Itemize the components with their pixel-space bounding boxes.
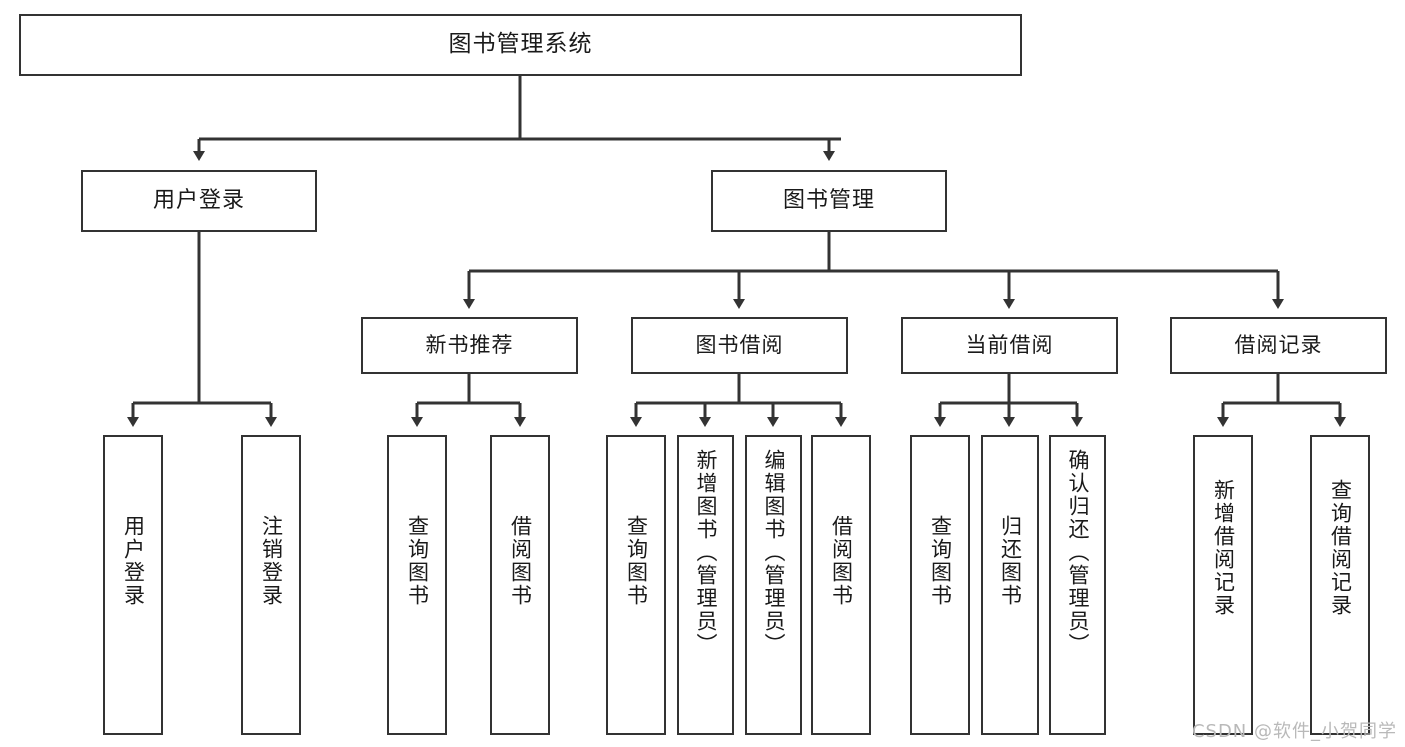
node-new-book-rec-label: 新书推荐 <box>425 333 514 358</box>
node-book-manage-label: 图书管理 <box>782 188 875 214</box>
node-leaf-borrow-book-2[interactable]: 借阅图书 <box>811 435 871 735</box>
node-leaf-add-record[interactable]: 新增借阅记录 <box>1193 435 1253 735</box>
node-leaf-add-book-label: 新增图书（管理员） <box>694 449 718 656</box>
node-leaf-user-login-label: 用户登录 <box>121 515 146 607</box>
node-borrow-record-label: 借阅记录 <box>1234 333 1323 358</box>
node-current-borrow[interactable]: 当前借阅 <box>901 317 1118 374</box>
node-leaf-user-logout-label: 注销登录 <box>259 515 284 607</box>
node-user-login[interactable]: 用户登录 <box>81 170 317 232</box>
node-leaf-return-book-label: 归还图书 <box>998 515 1023 607</box>
node-new-book-rec[interactable]: 新书推荐 <box>361 317 578 374</box>
node-leaf-user-login[interactable]: 用户登录 <box>103 435 163 735</box>
node-leaf-query-book-3-label: 查询图书 <box>928 515 953 607</box>
node-leaf-query-book-2[interactable]: 查询图书 <box>606 435 666 735</box>
node-leaf-borrow-book-1[interactable]: 借阅图书 <box>490 435 550 735</box>
node-leaf-return-book[interactable]: 归还图书 <box>981 435 1039 735</box>
node-book-borrow[interactable]: 图书借阅 <box>631 317 848 374</box>
node-leaf-confirm-return-label: 确认归还（管理员） <box>1066 449 1090 656</box>
node-leaf-query-book-1-label: 查询图书 <box>405 515 430 607</box>
node-borrow-record[interactable]: 借阅记录 <box>1170 317 1387 374</box>
node-book-manage[interactable]: 图书管理 <box>711 170 947 232</box>
node-current-borrow-label: 当前借阅 <box>965 333 1054 358</box>
node-leaf-edit-book-label: 编辑图书（管理员） <box>762 449 786 656</box>
node-leaf-confirm-return[interactable]: 确认归还（管理员） <box>1049 435 1106 735</box>
node-leaf-query-record[interactable]: 查询借阅记录 <box>1310 435 1370 735</box>
node-leaf-borrow-book-2-label: 借阅图书 <box>829 515 854 607</box>
node-user-login-label: 用户登录 <box>152 188 245 214</box>
node-leaf-borrow-book-1-label: 借阅图书 <box>508 515 533 607</box>
node-leaf-query-book-2-label: 查询图书 <box>624 515 649 607</box>
node-leaf-edit-book[interactable]: 编辑图书（管理员） <box>745 435 802 735</box>
node-leaf-query-book-1[interactable]: 查询图书 <box>387 435 447 735</box>
node-leaf-add-book[interactable]: 新增图书（管理员） <box>677 435 734 735</box>
node-leaf-query-book-3[interactable]: 查询图书 <box>910 435 970 735</box>
watermark-text: CSDN @软件_小贺同学 <box>1191 721 1397 742</box>
node-leaf-user-logout[interactable]: 注销登录 <box>241 435 301 735</box>
node-leaf-add-record-label: 新增借阅记录 <box>1211 479 1236 617</box>
node-root-label: 图书管理系统 <box>448 31 593 58</box>
node-leaf-query-record-label: 查询借阅记录 <box>1328 479 1353 617</box>
node-book-borrow-label: 图书借阅 <box>695 333 784 358</box>
node-root[interactable]: 图书管理系统 <box>19 14 1022 76</box>
